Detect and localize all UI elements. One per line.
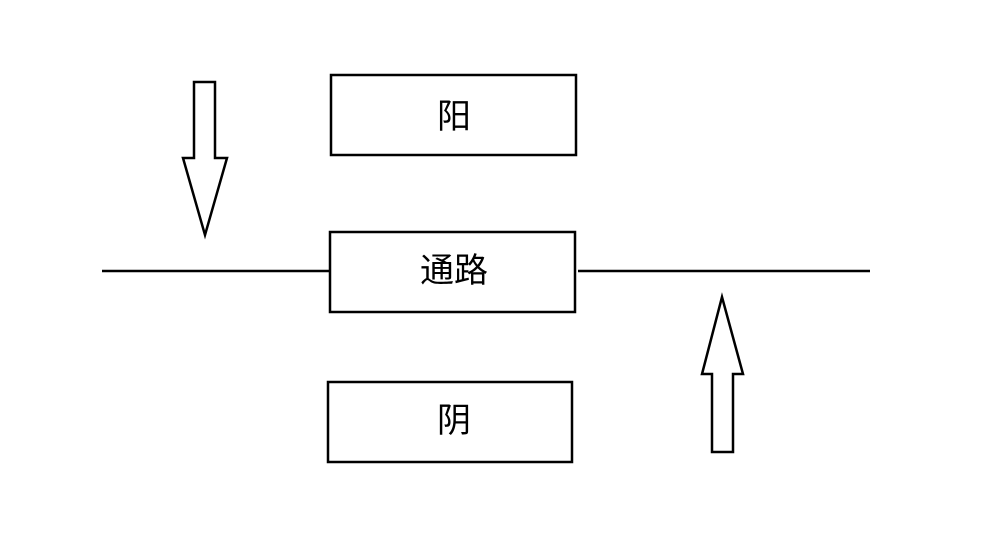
bottom-box: 阴	[326, 380, 574, 464]
bottom-box-label: 阴	[437, 401, 471, 441]
top-box-label: 阳	[437, 97, 471, 137]
top-box-frame	[329, 73, 578, 157]
bottom-box-frame	[326, 380, 574, 464]
middle-box-frame	[328, 230, 577, 314]
up-arrow-icon	[700, 292, 745, 454]
middle-box-label: 通路	[420, 251, 488, 291]
top-box: 阳	[329, 73, 578, 157]
middle-box: 通路	[328, 230, 577, 314]
down-arrow-icon	[181, 80, 229, 240]
